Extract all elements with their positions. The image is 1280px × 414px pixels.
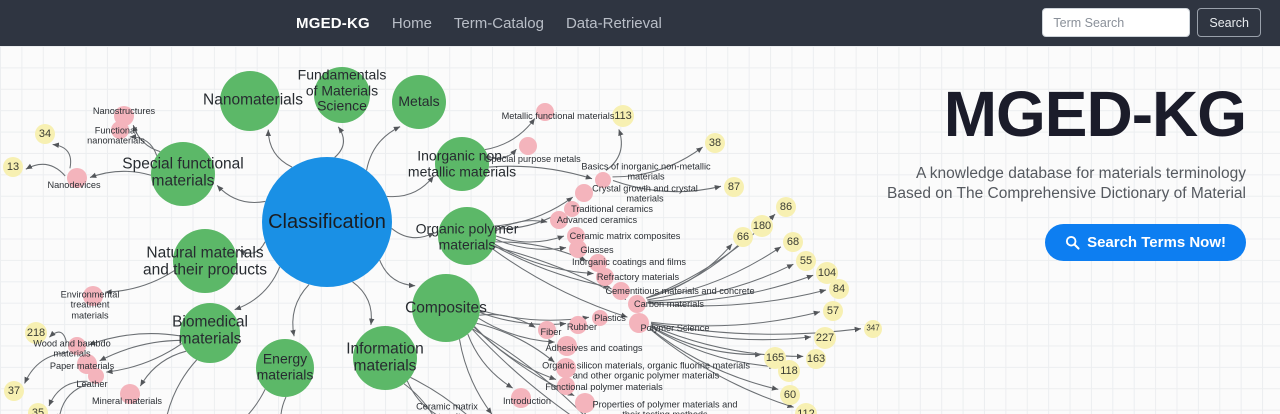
term-node[interactable] xyxy=(612,282,630,300)
navbar-search-group: Search xyxy=(1042,8,1261,37)
count-node[interactable] xyxy=(612,105,634,127)
term-node[interactable] xyxy=(88,368,104,384)
count-node[interactable] xyxy=(829,279,849,299)
brand-logo[interactable]: MGED-KG xyxy=(296,14,370,32)
nav-link-home[interactable]: Home xyxy=(391,14,432,32)
hero-panel: MGED-KG A knowledge database for materia… xyxy=(826,78,1247,262)
term-node[interactable] xyxy=(629,313,649,333)
term-node[interactable] xyxy=(556,358,576,378)
count-node[interactable] xyxy=(823,301,843,321)
count-node[interactable] xyxy=(806,349,826,369)
term-node[interactable] xyxy=(538,321,556,339)
count-node[interactable] xyxy=(3,157,23,177)
category-node[interactable] xyxy=(220,71,280,131)
count-node[interactable] xyxy=(25,322,47,344)
term-node[interactable] xyxy=(550,211,568,229)
count-node[interactable] xyxy=(724,177,744,197)
count-node[interactable] xyxy=(796,251,816,271)
nav-links-group: MGED-KG Home Term-Catalog Data-Retrieval xyxy=(296,15,662,32)
term-node[interactable] xyxy=(120,384,140,404)
category-node[interactable] xyxy=(173,229,237,293)
category-node[interactable] xyxy=(151,142,215,206)
term-node[interactable] xyxy=(557,336,577,356)
count-node[interactable] xyxy=(783,232,803,252)
search-terms-now-button[interactable]: Search Terms Now! xyxy=(1045,224,1246,262)
term-node[interactable] xyxy=(569,240,587,258)
count-node[interactable] xyxy=(28,403,48,414)
term-node[interactable] xyxy=(596,268,614,286)
category-node[interactable] xyxy=(412,274,480,342)
term-node[interactable] xyxy=(569,316,587,334)
search-button[interactable]: Search xyxy=(1197,8,1261,37)
term-node[interactable] xyxy=(536,103,554,121)
term-node[interactable] xyxy=(628,295,646,313)
category-node[interactable] xyxy=(180,303,240,363)
hero-subtitle-line-1: A knowledge database for materials termi… xyxy=(916,165,1246,183)
hero-subtitle-line-2: Based on The Comprehensive Dictionary of… xyxy=(887,185,1246,203)
graph-root-node[interactable] xyxy=(262,157,392,287)
term-node[interactable] xyxy=(592,310,608,326)
count-node[interactable] xyxy=(864,320,882,338)
count-node[interactable] xyxy=(816,262,838,284)
term-node[interactable] xyxy=(564,201,580,217)
count-node[interactable] xyxy=(733,227,753,247)
term-node[interactable] xyxy=(83,286,103,306)
nav-link-data-retrieval[interactable]: Data-Retrieval xyxy=(565,14,662,32)
term-node[interactable] xyxy=(589,254,607,272)
category-node[interactable] xyxy=(438,207,496,265)
count-node[interactable] xyxy=(795,403,817,414)
term-node[interactable] xyxy=(67,168,87,188)
term-node[interactable] xyxy=(511,388,531,408)
cta-label: Search Terms Now! xyxy=(1087,234,1226,252)
count-node[interactable] xyxy=(751,215,773,237)
term-node[interactable] xyxy=(68,337,86,355)
term-node[interactable] xyxy=(575,393,595,413)
top-navbar: MGED-KG Home Term-Catalog Data-Retrieval… xyxy=(0,0,1280,46)
term-node[interactable] xyxy=(557,377,575,395)
count-node[interactable] xyxy=(814,327,836,349)
category-node[interactable] xyxy=(392,75,446,129)
term-node[interactable] xyxy=(595,172,611,188)
nav-link-term-catalog[interactable]: Term-Catalog xyxy=(453,14,544,32)
count-node[interactable] xyxy=(705,133,725,153)
count-node[interactable] xyxy=(780,385,800,405)
search-input[interactable] xyxy=(1042,8,1191,37)
count-node[interactable] xyxy=(4,381,24,401)
graph-edges xyxy=(24,118,862,414)
search-icon xyxy=(1066,236,1080,250)
count-node[interactable] xyxy=(35,124,55,144)
category-node[interactable] xyxy=(353,326,417,390)
term-node[interactable] xyxy=(111,121,129,139)
category-node[interactable] xyxy=(256,339,314,397)
category-node[interactable] xyxy=(314,67,370,123)
page-title: MGED-KG xyxy=(943,78,1247,150)
count-node[interactable] xyxy=(776,197,796,217)
term-node[interactable] xyxy=(519,137,537,155)
count-node[interactable] xyxy=(778,360,800,382)
category-node[interactable] xyxy=(435,137,489,191)
term-node[interactable] xyxy=(575,184,593,202)
